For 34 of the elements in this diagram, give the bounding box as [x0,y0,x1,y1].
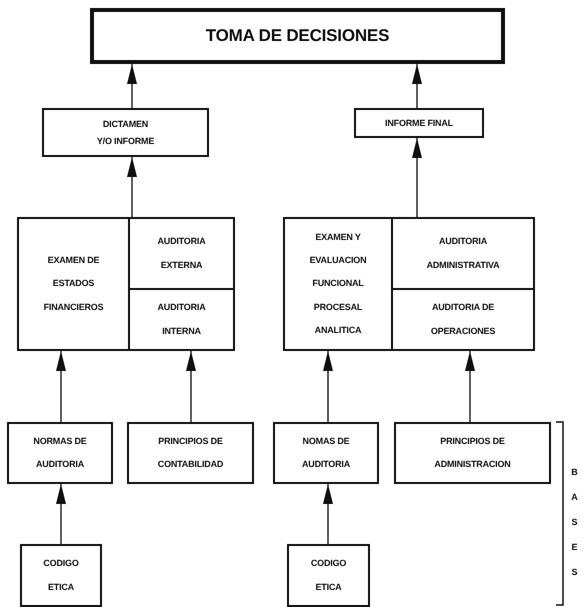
arrow [127,64,137,108]
box-label: PRINCIPIOS DE ADMINISTRACION [433,434,512,471]
box-label: DICTAMEN Y/O INFORME [96,118,156,148]
box-label: PRINCIPIOS DE CONTABILIDAD [156,434,224,471]
process-box [394,422,551,484]
box-label: TOMA DE DECISIONES [204,26,390,46]
box-label: AUDITORIA EXTERNA [156,235,207,272]
process-box [42,108,209,157]
arrow [323,484,333,544]
arrow [56,484,66,544]
process-box [7,422,113,484]
process-box [273,422,379,484]
box-label: CODIGO ETICA [42,557,80,594]
box-label: AUDITORIA INTERNA [156,301,207,338]
box-label: EXAMEN DE ESTADOS FINANCIEROS [42,254,104,314]
arrow [127,157,137,217]
process-box [354,108,484,138]
process-box [127,422,254,484]
box-label: AUDITORIA DE OPERACIONES [430,301,496,338]
arrow [56,351,66,422]
arrow [412,64,422,108]
title-box [90,8,505,64]
box-label: CODIGO ETICA [310,557,348,594]
arrow [186,351,196,422]
arrow [412,138,422,217]
arrow [323,351,333,422]
process-box [287,544,370,607]
arrow [465,351,475,422]
box-label: INFORME FINAL [384,118,454,128]
box-label: EXAMEN Y EVALUACION FUNCIONAL PROCESAL ANALITICA [308,230,368,338]
box-label: NORMAS DE AUDITORIA [32,434,88,471]
box-label: NOMAS DE AUDITORIA [300,434,352,471]
process-box [20,544,102,607]
box-label: AUDITORIA ADMINISTRATIVA [426,235,500,272]
